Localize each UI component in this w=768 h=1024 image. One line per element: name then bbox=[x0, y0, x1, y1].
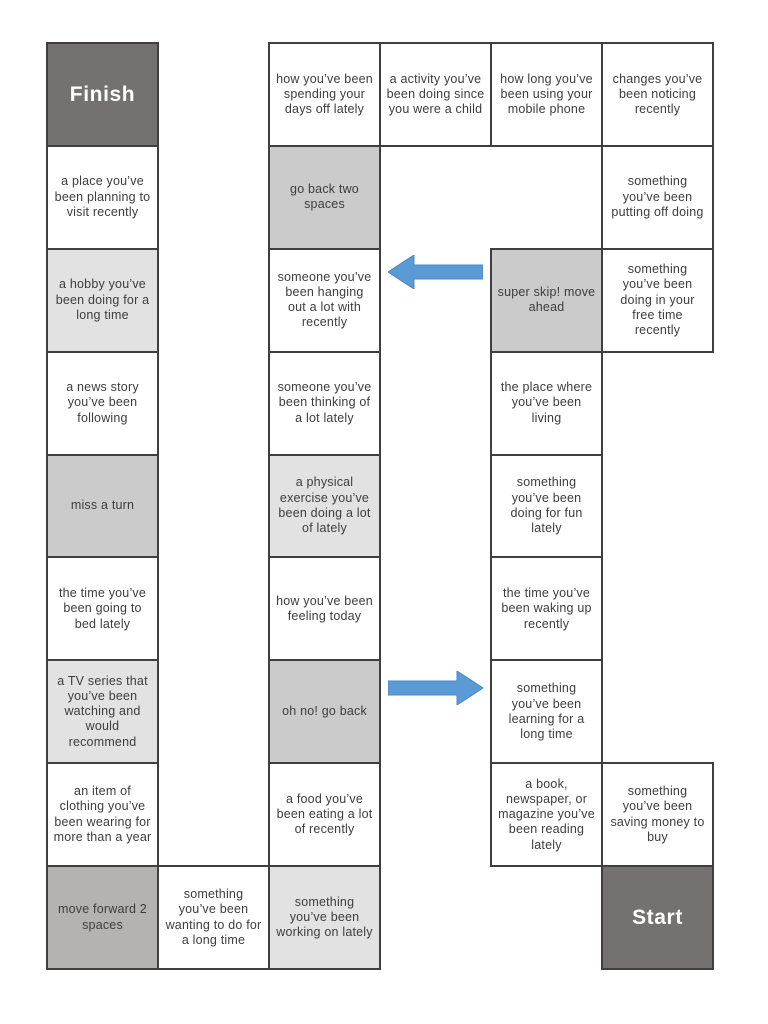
game-board: Finish how you’ve been spending your days… bbox=[46, 42, 714, 970]
board-cell: a food you’ve been eating a lot of recen… bbox=[268, 762, 381, 868]
action-cell: oh no! go back bbox=[268, 659, 381, 765]
board-cell: how you’ve been spending your days off l… bbox=[268, 42, 381, 147]
arrow-left-icon bbox=[380, 249, 491, 352]
board-cell: something you’ve been learning for a lon… bbox=[490, 659, 603, 765]
board-cell: something you’ve been working on lately bbox=[268, 865, 381, 970]
board-cell: a TV series that you’ve been watching an… bbox=[46, 659, 159, 765]
board-cell: a book, newspaper, or magazine you’ve be… bbox=[490, 762, 603, 868]
board-cell: an item of clothing you’ve been wearing … bbox=[46, 762, 159, 868]
board-cell: a physical exercise you’ve been doing a … bbox=[268, 453, 381, 559]
start-cell: Start bbox=[601, 865, 714, 970]
finish-cell: Finish bbox=[46, 42, 159, 147]
board-cell: something you’ve been putting off doing bbox=[601, 144, 714, 250]
board-cell: the time you’ve been waking up recently bbox=[490, 556, 603, 662]
board-cell: something you’ve been saving money to bu… bbox=[601, 762, 714, 868]
board-cell: a news story you’ve been following bbox=[46, 350, 159, 456]
action-cell: move forward 2 spaces bbox=[46, 865, 159, 970]
action-cell: miss a turn bbox=[46, 453, 159, 559]
board-cell: how long you’ve been using your mobile p… bbox=[490, 42, 603, 147]
board-cell: something you’ve been wanting to do for … bbox=[157, 865, 270, 970]
board-cell: the place where you’ve been living bbox=[490, 350, 603, 456]
board-cell: a place you’ve been planning to visit re… bbox=[46, 144, 159, 250]
board-cell: the time you’ve been going to bed lately bbox=[46, 556, 159, 662]
board-cell: changes you’ve been noticing recently bbox=[601, 42, 714, 147]
board-cell: something you’ve been doing for fun late… bbox=[490, 453, 603, 559]
action-cell: go back two spaces bbox=[268, 144, 381, 250]
board-cell: someone you’ve been hanging out a lot wi… bbox=[268, 247, 381, 353]
board-cell: how you’ve been feeling today bbox=[268, 556, 381, 662]
board-cell: something you’ve been doing in your free… bbox=[601, 247, 714, 353]
board-cell: a hobby you’ve been doing for a long tim… bbox=[46, 247, 159, 353]
board-cell: someone you’ve been thinking of a lot la… bbox=[268, 350, 381, 456]
arrow-right-icon bbox=[380, 660, 491, 763]
board-cell: a activity you’ve been doing since you w… bbox=[379, 42, 492, 147]
action-cell: super skip! move ahead bbox=[490, 247, 603, 353]
